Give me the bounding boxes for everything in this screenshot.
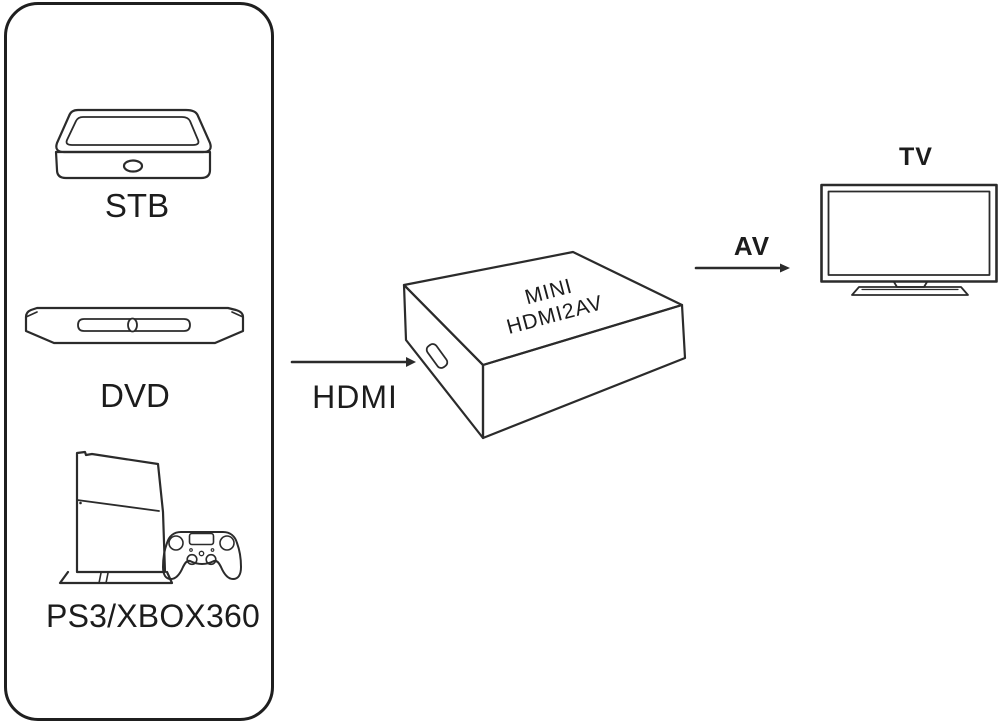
stb-label: STB bbox=[104, 187, 170, 224]
converter-box-label: MINI HDMI2AV bbox=[469, 260, 636, 348]
converter-box-icon bbox=[402, 250, 687, 440]
dvd-label: DVD bbox=[100, 377, 170, 414]
console-label: PS3/XBOX360 bbox=[46, 598, 260, 634]
hdmi-connection-label: HDMI bbox=[312, 379, 398, 415]
av-connection-label: AV bbox=[733, 231, 771, 261]
tv-label: TV bbox=[899, 143, 933, 171]
tv-icon bbox=[820, 183, 998, 296]
av-arrow-icon bbox=[694, 263, 790, 273]
hdmi-arrow-icon bbox=[290, 357, 416, 367]
